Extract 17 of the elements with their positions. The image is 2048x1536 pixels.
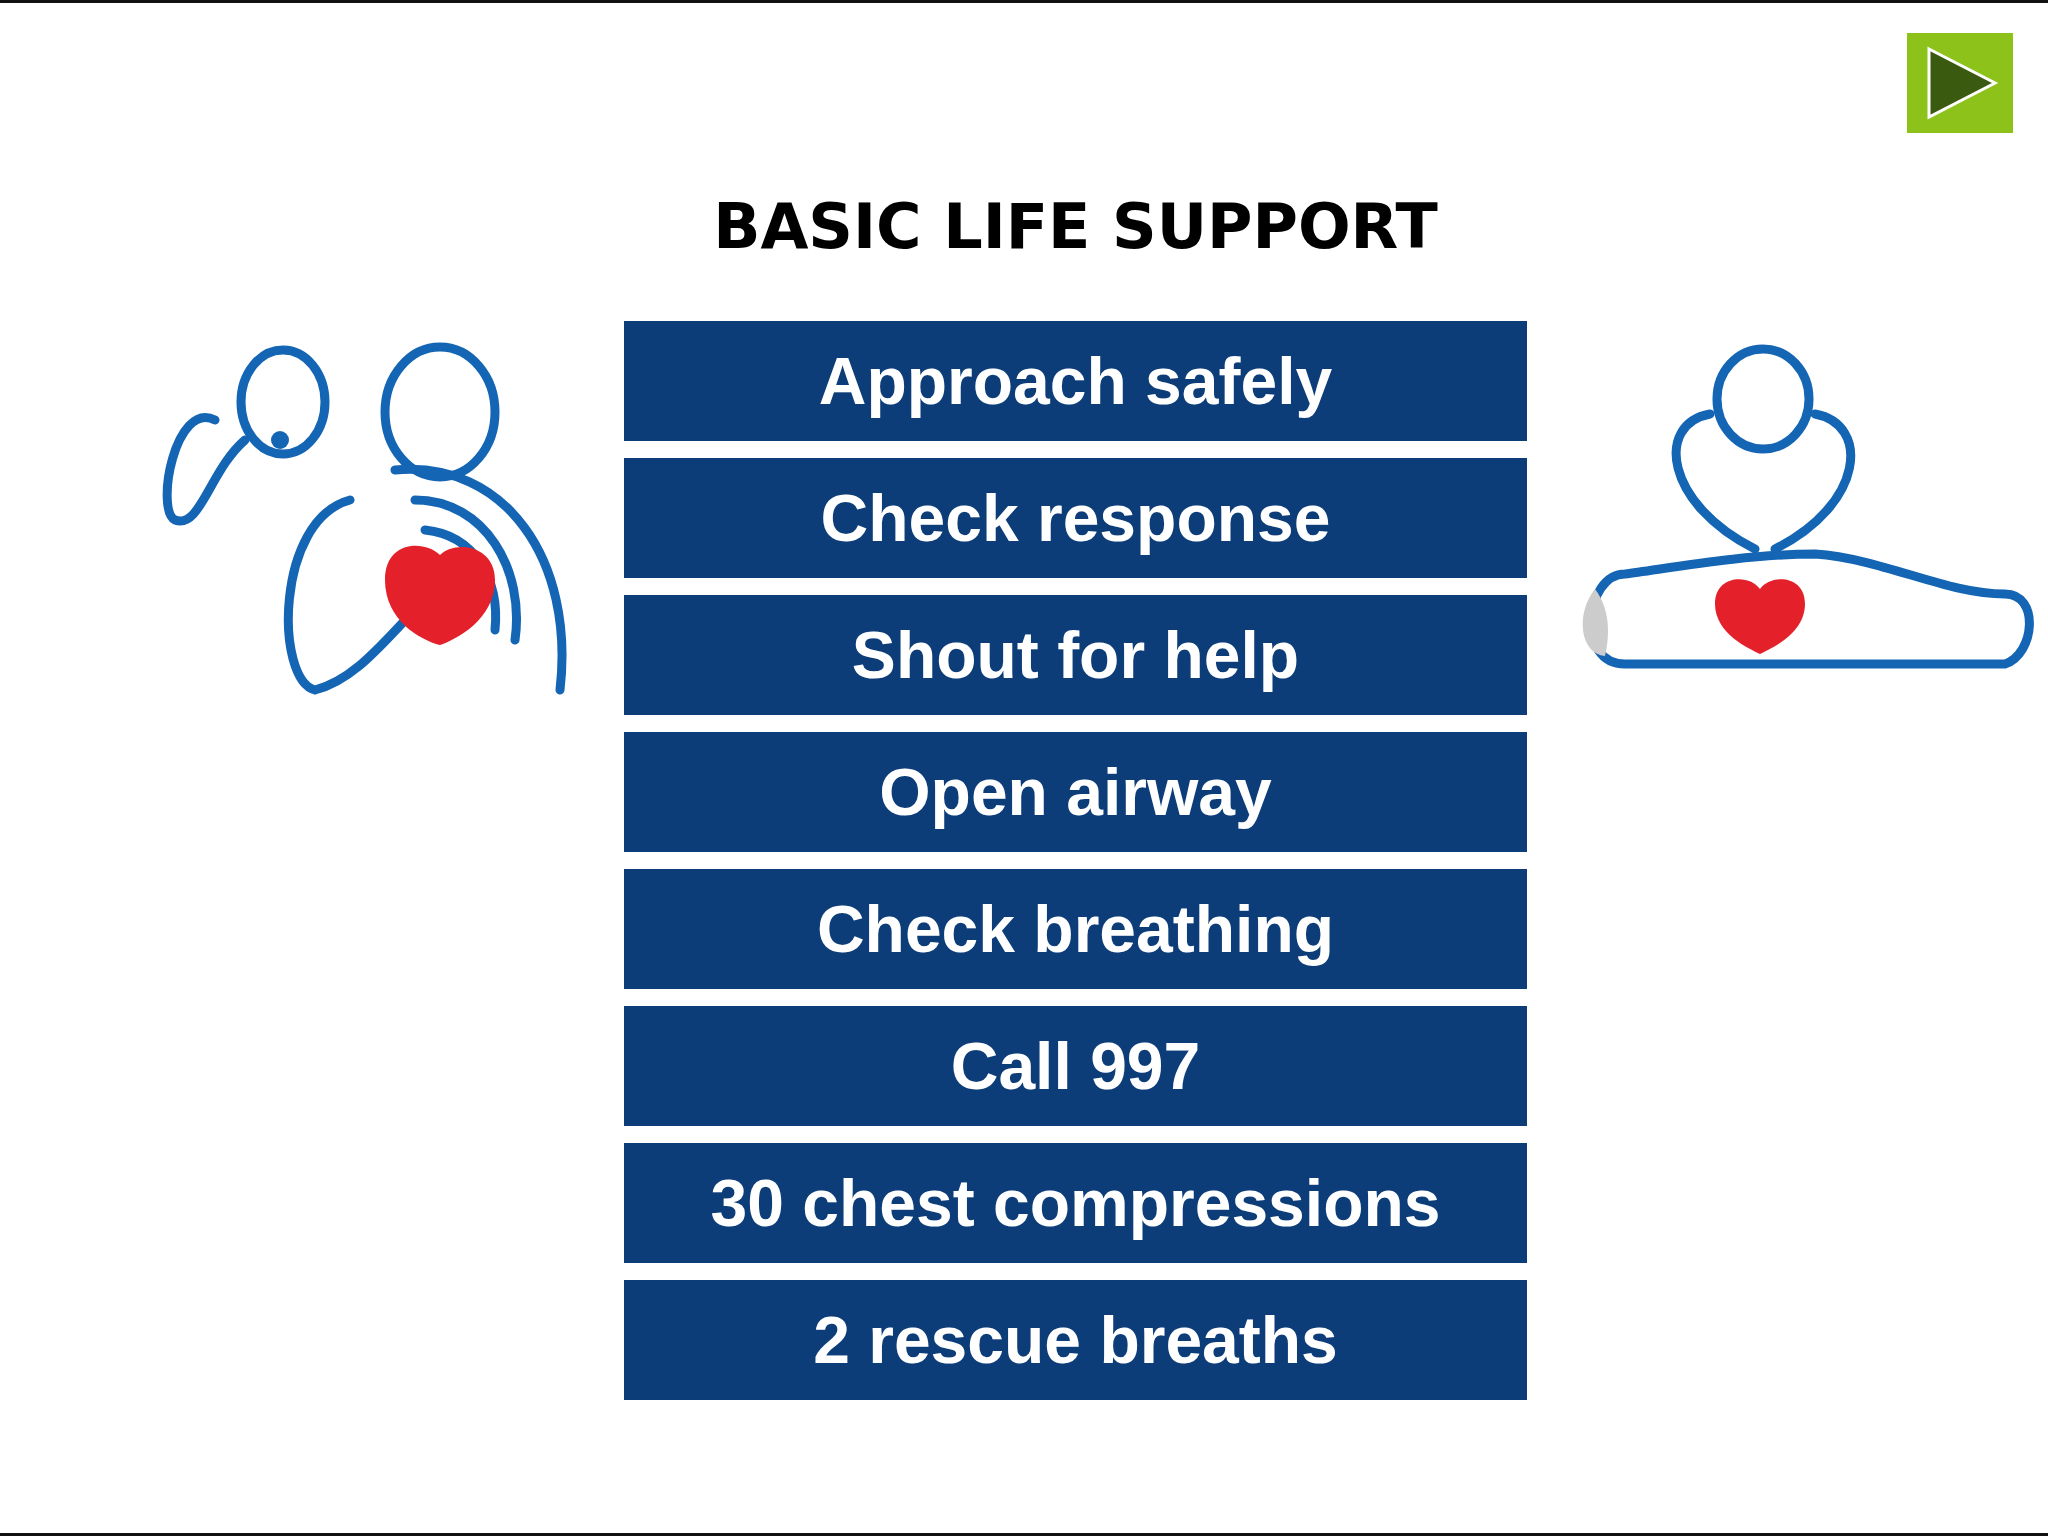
title: BASIC LIFE SUPPORT (712, 190, 1439, 263)
step-label: Approach safely (818, 343, 1333, 419)
step-box (624, 869, 1527, 989)
step-label: Shout for help (851, 617, 1300, 693)
step-label: 30 chest compressions (710, 1165, 1441, 1241)
step-box (624, 458, 1527, 578)
step-box (624, 732, 1527, 852)
step-label: 2 rescue breaths (813, 1302, 1338, 1378)
step-label: Check response (820, 480, 1331, 556)
step-box (624, 1143, 1527, 1263)
step-label: Open airway (879, 754, 1272, 830)
step-box (624, 1280, 1527, 1400)
step-box (624, 1006, 1527, 1126)
step-box (624, 321, 1527, 441)
step-label: Call 997 (950, 1028, 1201, 1104)
step-box (624, 595, 1527, 715)
step-label: Check breathing (816, 891, 1335, 967)
